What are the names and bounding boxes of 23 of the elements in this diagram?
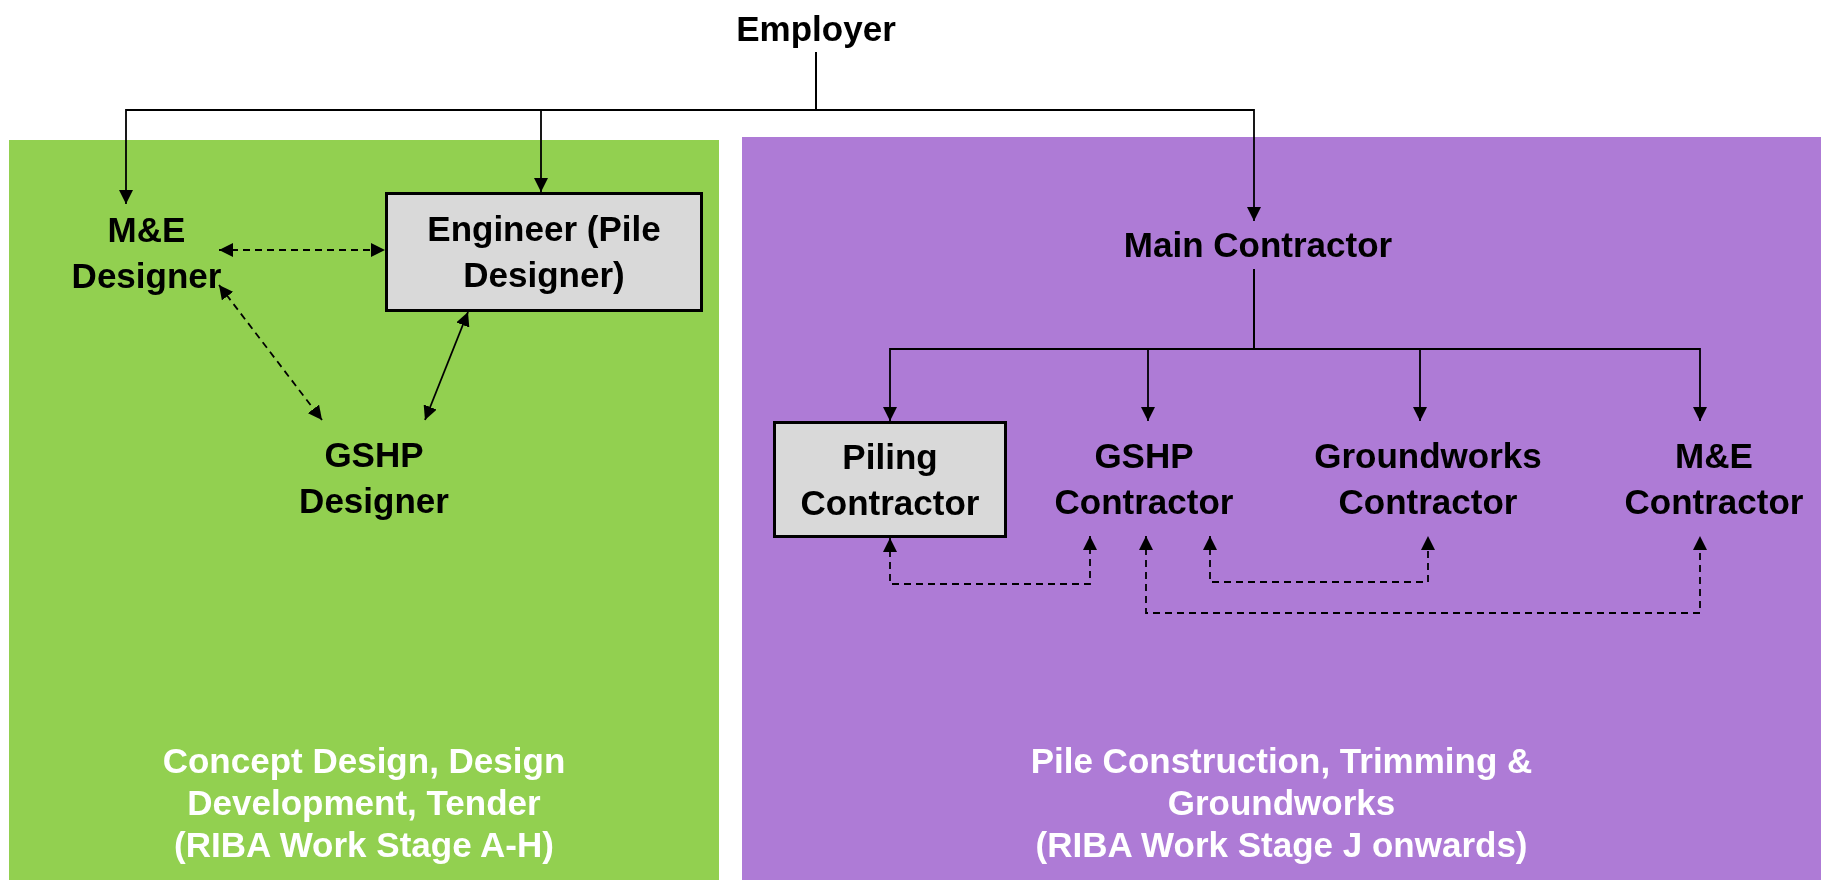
role-label: GSHP Contractor [1030, 421, 1258, 536]
stage-caption: (RIBA Work Stage A-H) [174, 824, 554, 866]
role-label: Main Contractor [1088, 221, 1428, 269]
stage-panel [742, 137, 1821, 880]
role-label: Groundworks Contractor [1285, 421, 1571, 536]
role-box: Piling Contractor [773, 421, 1007, 538]
role-box: Engineer (Pile Designer) [385, 192, 703, 312]
connector-arrow [1203, 535, 1435, 583]
role-label: M&E Designer [74, 204, 219, 302]
stage-caption: (RIBA Work Stage J onwards) [1035, 824, 1528, 866]
stage-panel [9, 140, 719, 880]
connector-arrow [815, 51, 1261, 222]
role-label: Employer [700, 6, 932, 52]
role-label: M&E Contractor [1612, 421, 1816, 536]
connector-arrow [883, 535, 1097, 585]
connector-arrow [1253, 268, 1707, 422]
role-label: GSHP Designer [278, 420, 470, 535]
connector-arrow [423, 311, 470, 421]
connector-arrow [218, 284, 323, 421]
stage-caption: Pile Construction, Trimming & Groundworks [1029, 740, 1534, 824]
connector-arrow [218, 243, 386, 257]
stage-caption: Concept Design, Design Development, Tender [161, 740, 567, 824]
connector-arrow [1139, 535, 1707, 614]
